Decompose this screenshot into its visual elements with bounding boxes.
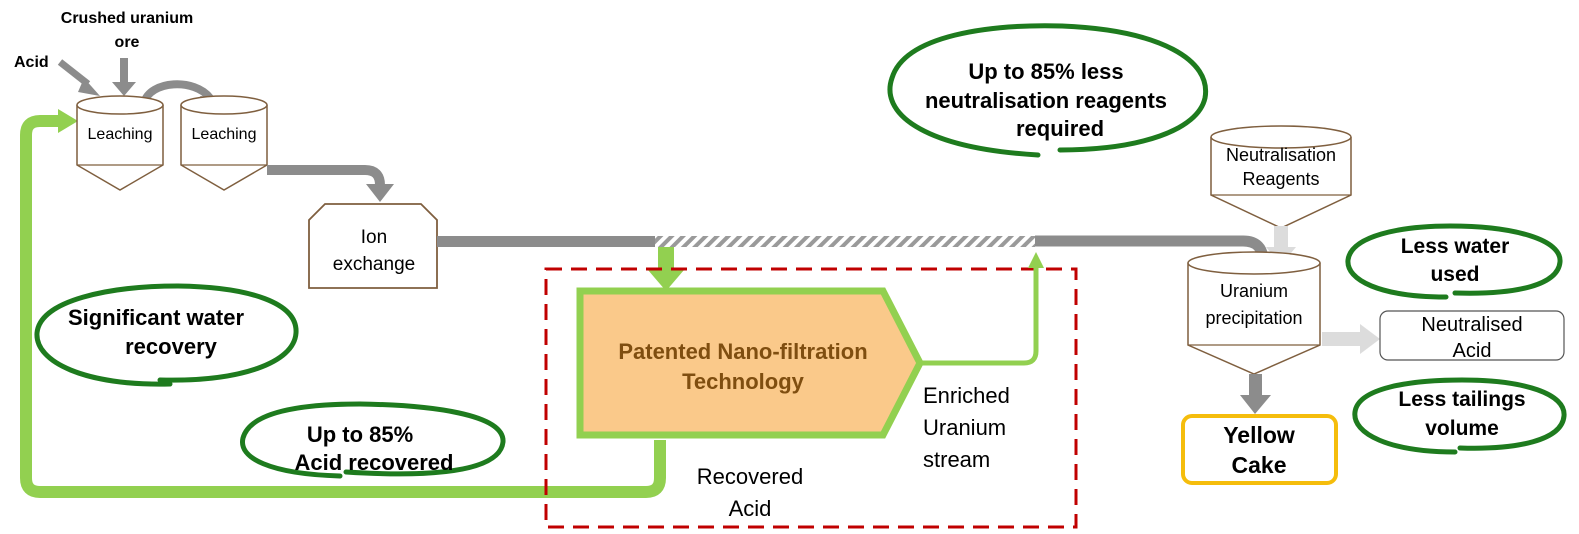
benefit-less-tailings-line1: Less tailings — [1398, 388, 1525, 411]
benefit-less-tailings-line2: volume — [1425, 417, 1499, 440]
neutralisation-reagents-tank: Neutralisation Reagents — [1210, 125, 1352, 229]
leach-to-ion-pipe — [267, 165, 385, 186]
leaching-transfer-arrow — [140, 80, 214, 105]
leach-to-ion-arrowhead — [366, 184, 394, 202]
feed-to-nf-arrowhead — [648, 270, 684, 291]
benefit-neutralisation-callout: Up to 85% less neutralisation reagents r… — [887, 23, 1209, 158]
leaching-tank-2: Leaching — [180, 95, 268, 191]
nano-filtration-unit — [576, 287, 924, 439]
precipitate-stem — [1249, 374, 1262, 396]
leaching-1-label: Leaching — [88, 126, 153, 143]
yellow-cake-label-line1: Yellow — [1223, 422, 1295, 448]
acid-input-arrowhead — [78, 78, 100, 96]
enriched-label-line3: stream — [923, 447, 990, 472]
ion-exchange-label-line1: Ion — [361, 227, 387, 248]
recovered-label-line2: Acid — [729, 496, 772, 521]
benefit-water-recovery-line2: recovery — [125, 334, 218, 359]
precipitate-arrowhead — [1240, 395, 1271, 414]
benefit-water-recovery-callout: Significant water recovery — [34, 283, 299, 387]
ion-exchange-label-line2: exchange — [333, 254, 415, 275]
benefit-less-tailings-callout: Less tailings volume — [1352, 377, 1567, 455]
technology-label-line2: Technology — [682, 369, 805, 394]
benefit-water-recovery-line1: Significant water — [68, 305, 244, 330]
benefit-less-water-line2: used — [1430, 263, 1479, 286]
neutralisation-label-line2: Reagents — [1242, 169, 1319, 189]
neutralised-acid-box — [1379, 310, 1565, 361]
benefit-less-water-line1: Less water — [1401, 235, 1510, 258]
feed-to-nf-stem — [658, 247, 674, 271]
benefit-acid-recovered-callout: Up to 85% Acid recovered — [240, 401, 506, 479]
nano-filtration-boundary — [544, 267, 1078, 529]
precipitation-label-line2: precipitation — [1205, 308, 1302, 328]
yellow-cake-label-line2: Cake — [1232, 452, 1287, 478]
main-pipe-solid-left — [437, 236, 655, 247]
crushed-ore-label-line1: Crushed uranium — [61, 10, 193, 27]
benefit-less-water-callout: Less water used — [1345, 223, 1563, 300]
main-pipe-hatched — [655, 236, 1035, 247]
neutralised-acid-arrowhead — [1360, 324, 1380, 354]
enriched-stream-arrowhead — [1028, 252, 1044, 268]
yellow-cake-box — [1181, 414, 1338, 485]
acid-recycle-loop — [20, 115, 666, 498]
technology-label-line1: Patented Nano-filtration — [618, 339, 867, 364]
enriched-label-line1: Enriched — [923, 383, 1010, 408]
reagents-feed-stem — [1274, 226, 1288, 248]
leaching-tank-1: Leaching — [76, 95, 164, 191]
neutralised-acid-label-line2: Acid — [1453, 340, 1492, 362]
leaching-2-label: Leaching — [192, 126, 257, 143]
ion-exchange-unit — [308, 203, 438, 289]
acid-label: Acid — [14, 54, 49, 71]
enriched-label-line2: Uranium — [923, 415, 1006, 440]
enriched-stream-pipe — [920, 268, 1039, 366]
benefit-neutralisation-line3: required — [1016, 116, 1104, 141]
uranium-precipitation-tank: Uranium precipitation — [1187, 251, 1321, 375]
neutralised-acid-label-line1: Neutralised — [1421, 314, 1522, 336]
neutralisation-label-line1: Neutralisation — [1226, 145, 1336, 165]
ore-input-arrow — [112, 58, 136, 96]
crushed-ore-label-line2: ore — [115, 34, 140, 51]
benefit-neutralisation-line1: Up to 85% less — [968, 59, 1123, 84]
neutralised-acid-stem — [1322, 332, 1362, 346]
benefit-acid-recovered-line2: Acid recovered — [295, 450, 454, 475]
acid-recycle-arrowhead — [58, 109, 78, 133]
precipitation-label-line1: Uranium — [1220, 281, 1288, 301]
benefit-acid-recovered-line1: Up to 85% — [307, 422, 413, 447]
recovered-label-line1: Recovered — [697, 464, 803, 489]
benefit-neutralisation-line2: neutralisation reagents — [925, 88, 1167, 113]
